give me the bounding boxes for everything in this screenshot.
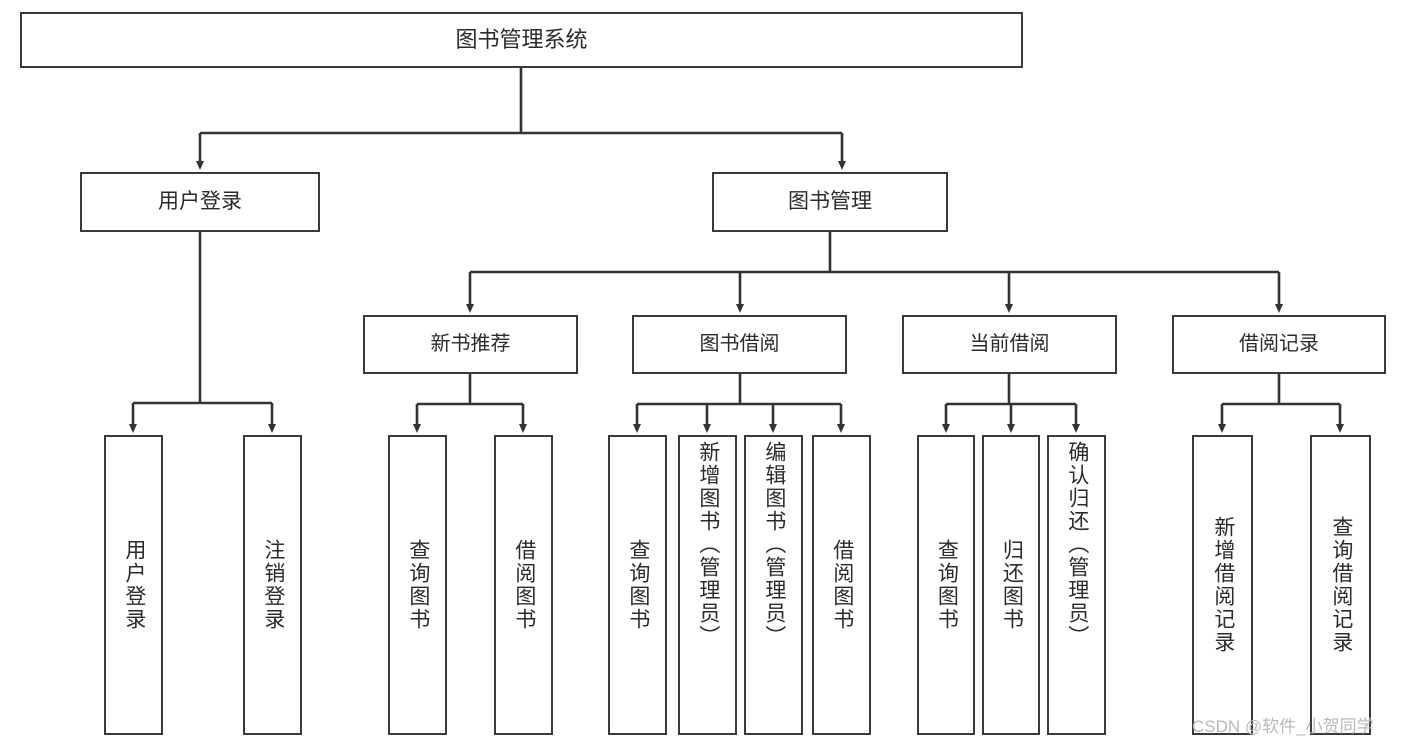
leaf-label: 查询图书 (935, 539, 959, 631)
node-book-borrow-label: 图书借阅 (699, 332, 780, 355)
node-current-borrow[interactable]: 当前借阅 (902, 315, 1117, 374)
leaf-label: 编辑图书（管理员） (762, 441, 786, 648)
node-root-system[interactable]: 图书管理系统 (20, 12, 1023, 68)
leaf-current-confirm-return-admin[interactable]: 确认归还（管理员） (1047, 435, 1106, 735)
leaf-record-query-record[interactable]: 查询借阅记录 (1310, 435, 1371, 735)
node-book-management-label: 图书管理 (788, 189, 872, 213)
leaf-recommend-borrow-book[interactable]: 借阅图书 (494, 435, 553, 735)
leaf-borrow-query-book[interactable]: 查询图书 (608, 435, 667, 735)
leaf-record-add-record[interactable]: 新增借阅记录 (1192, 435, 1253, 735)
node-new-book-recommend[interactable]: 新书推荐 (363, 315, 578, 374)
leaf-label: 新增借阅记录 (1211, 516, 1235, 654)
leaf-borrow-edit-book-admin[interactable]: 编辑图书（管理员） (744, 435, 803, 735)
leaf-borrow-borrow-book[interactable]: 借阅图书 (812, 435, 871, 735)
leaf-label: 确认归还（管理员） (1065, 441, 1089, 648)
leaf-borrow-add-book-admin[interactable]: 新增图书（管理员） (678, 435, 737, 735)
leaf-current-query-book[interactable]: 查询图书 (917, 435, 975, 735)
watermark-text: CSDN @软件_小贺同学 (1192, 717, 1374, 736)
node-book-management[interactable]: 图书管理 (712, 172, 948, 232)
leaf-user-login-logout[interactable]: 注销登录 (243, 435, 302, 735)
leaf-label: 新增图书（管理员） (696, 441, 720, 648)
leaf-label: 查询借阅记录 (1329, 516, 1353, 654)
leaf-label: 借阅图书 (830, 539, 854, 631)
node-user-login-label: 用户登录 (158, 189, 242, 213)
node-borrow-record-label: 借阅记录 (1239, 332, 1319, 355)
leaf-recommend-query-book[interactable]: 查询图书 (388, 435, 447, 735)
node-borrow-record[interactable]: 借阅记录 (1172, 315, 1386, 374)
leaf-label: 归还图书 (1000, 539, 1024, 631)
leaf-label: 注销登录 (261, 539, 285, 631)
node-new-book-recommend-label: 新书推荐 (430, 332, 511, 355)
node-user-login[interactable]: 用户登录 (80, 172, 320, 232)
node-root-label: 图书管理系统 (455, 27, 588, 53)
node-book-borrow[interactable]: 图书借阅 (632, 315, 847, 374)
leaf-label: 查询图书 (626, 539, 650, 631)
leaf-user-login-login[interactable]: 用户登录 (104, 435, 163, 735)
leaf-label: 用户登录 (122, 539, 146, 631)
node-current-borrow-label: 当前借阅 (969, 332, 1050, 355)
leaf-label: 查询图书 (406, 539, 430, 631)
leaf-current-return-book[interactable]: 归还图书 (982, 435, 1040, 735)
leaf-label: 借阅图书 (512, 539, 536, 631)
